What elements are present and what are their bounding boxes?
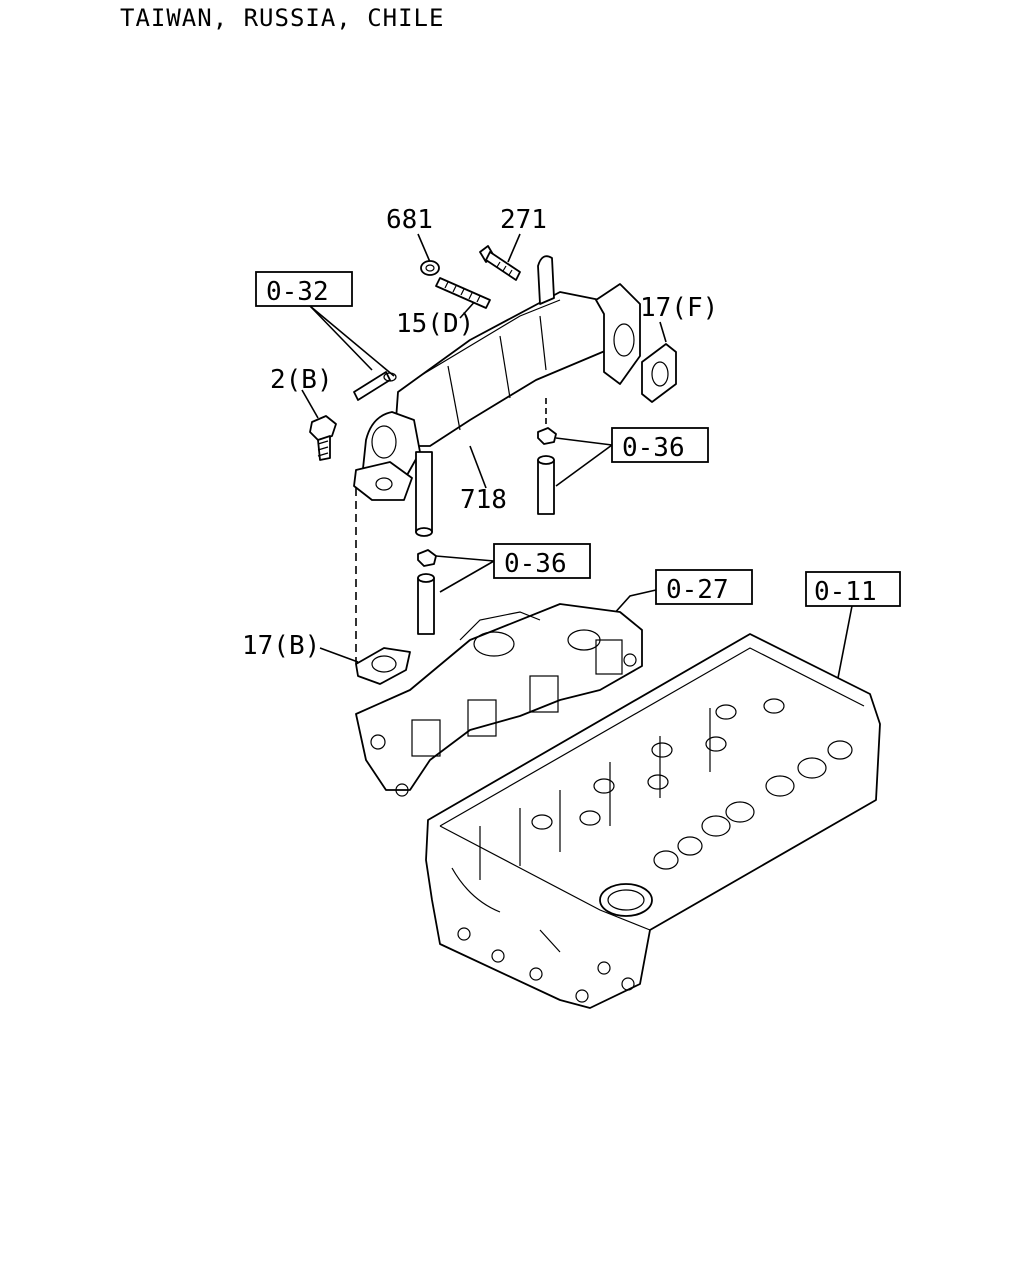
ref-box-0-11[interactable]: 0-11 bbox=[805, 571, 901, 607]
region-header: TAIWAN, RUSSIA, CHILE bbox=[120, 4, 445, 32]
label-17f: 17(F) bbox=[640, 293, 718, 323]
exhaust-manifold-0-27[interactable] bbox=[355, 603, 643, 797]
ref-box-0-32[interactable]: 0-32 bbox=[255, 271, 353, 307]
label-271: 271 bbox=[500, 205, 547, 235]
hose-clamp-0-36-lower[interactable] bbox=[417, 549, 437, 635]
ref-box-0-36-upper[interactable]: 0-36 bbox=[611, 427, 709, 463]
ref-box-0-36-upper-label: 0-36 bbox=[622, 433, 685, 463]
hose-clamp-0-36-upper[interactable] bbox=[537, 398, 557, 515]
ref-box-0-36-lower[interactable]: 0-36 bbox=[493, 543, 591, 579]
gasket-17f[interactable] bbox=[641, 343, 677, 403]
label-2b: 2(B) bbox=[270, 365, 333, 395]
stud-15d[interactable] bbox=[435, 277, 491, 309]
ref-box-0-27[interactable]: 0-27 bbox=[655, 569, 753, 605]
ref-box-0-36-lower-label: 0-36 bbox=[504, 549, 567, 579]
cylinder-head-0-11[interactable] bbox=[425, 633, 881, 1009]
bolt-2b[interactable] bbox=[309, 415, 337, 461]
label-15d: 15(D) bbox=[396, 309, 474, 339]
pin-0-32[interactable] bbox=[353, 371, 397, 401]
label-17b: 17(B) bbox=[242, 631, 320, 661]
bolt-271[interactable] bbox=[479, 245, 521, 281]
egr-cooler-718[interactable] bbox=[353, 255, 641, 537]
ref-box-0-32-label: 0-32 bbox=[266, 277, 329, 307]
ref-box-0-11-label: 0-11 bbox=[814, 577, 877, 607]
label-718: 718 bbox=[460, 485, 507, 515]
gasket-17b[interactable] bbox=[355, 647, 411, 685]
label-681: 681 bbox=[386, 205, 433, 235]
leader-lines bbox=[301, 233, 853, 679]
nut-681[interactable] bbox=[420, 260, 440, 276]
ref-box-0-27-label: 0-27 bbox=[666, 575, 729, 605]
